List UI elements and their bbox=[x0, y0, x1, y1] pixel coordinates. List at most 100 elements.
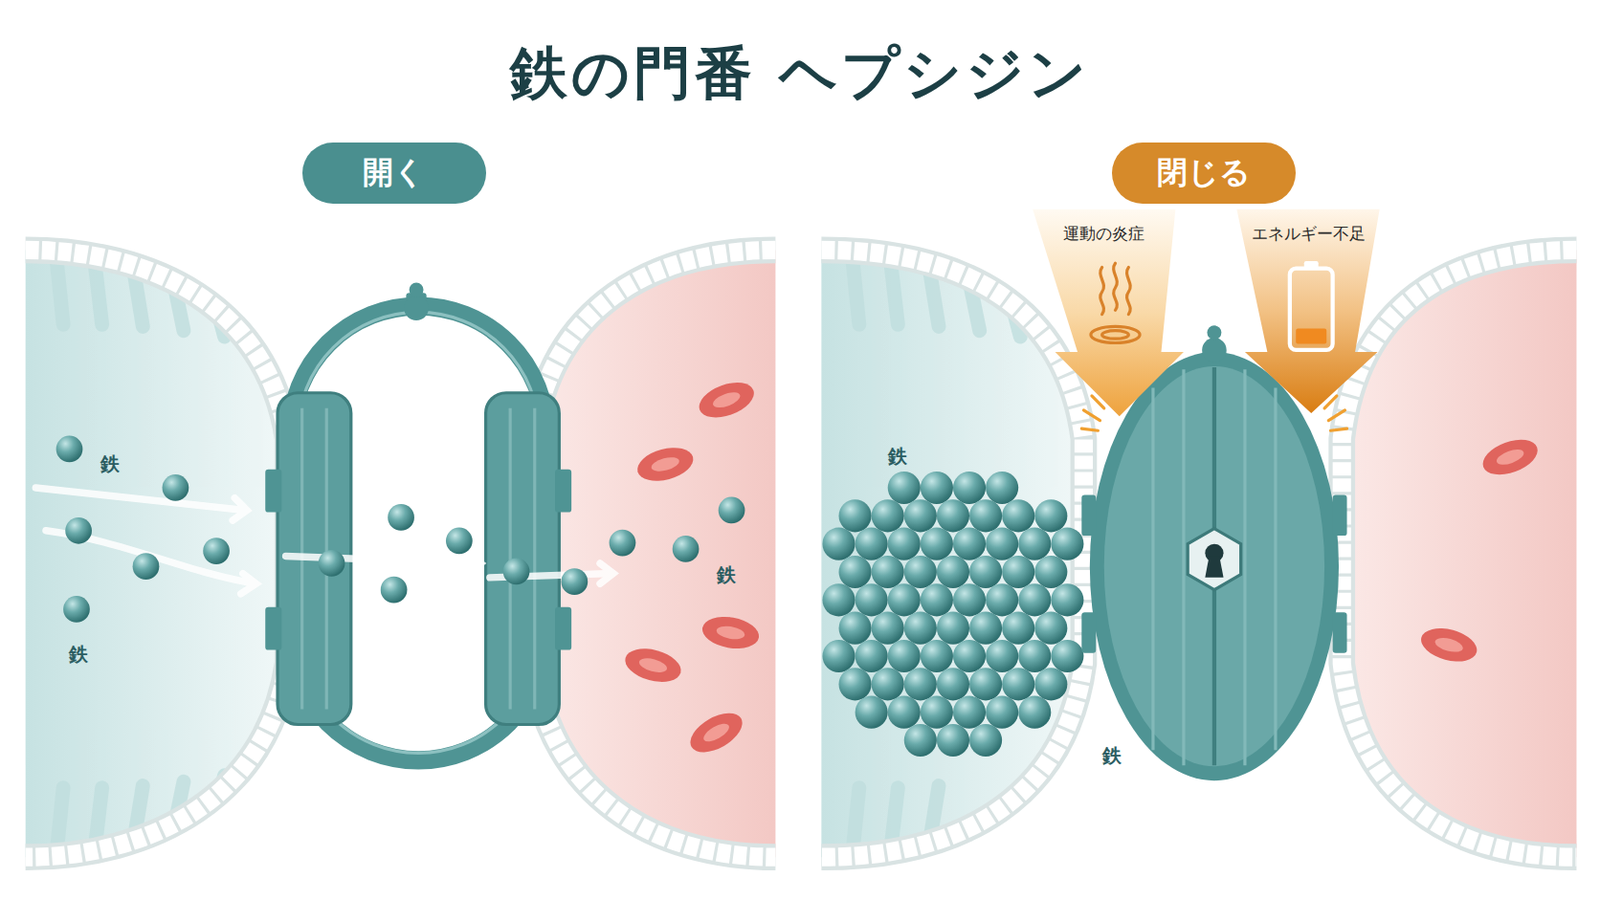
iron-particle bbox=[904, 667, 937, 701]
iron-particle bbox=[1050, 528, 1084, 561]
closed-panel bbox=[821, 209, 1577, 858]
red-blood-cells bbox=[649, 454, 681, 474]
iron-particle bbox=[936, 499, 970, 533]
iron-particle bbox=[855, 640, 889, 673]
iron-particle bbox=[920, 696, 954, 730]
membrane bbox=[533, 249, 777, 858]
iron-particles bbox=[380, 577, 408, 604]
iron-particle bbox=[1034, 612, 1067, 645]
iron-particle bbox=[888, 528, 921, 561]
battery-icon bbox=[1289, 268, 1334, 351]
open-gate bbox=[486, 393, 560, 726]
flow-arrows bbox=[35, 488, 245, 511]
red-blood-cells bbox=[699, 613, 761, 654]
iron-particles bbox=[56, 436, 746, 623]
iron-particle bbox=[985, 528, 1019, 561]
intestinal-cell bbox=[821, 249, 1084, 858]
iron-particle bbox=[936, 667, 970, 701]
iron-pile bbox=[822, 471, 1084, 757]
open-panel bbox=[25, 249, 777, 858]
iron-label: 鉄 bbox=[68, 643, 89, 667]
iron-particle bbox=[822, 528, 855, 561]
red-blood-cells bbox=[711, 389, 742, 411]
heat-icon bbox=[1100, 267, 1105, 315]
open-gate bbox=[555, 469, 572, 513]
heat-icon bbox=[1102, 331, 1130, 340]
iron-particle bbox=[1050, 640, 1084, 673]
red-blood-cells bbox=[684, 705, 750, 761]
membrane bbox=[821, 249, 1084, 858]
iron-particle bbox=[1018, 696, 1051, 730]
iron-particle bbox=[888, 640, 921, 673]
membrane bbox=[1341, 249, 1577, 858]
red-blood-cells bbox=[1478, 433, 1543, 483]
state-pill: 閉じる bbox=[1111, 142, 1296, 204]
iron-particle bbox=[1001, 555, 1035, 589]
signal-arrow bbox=[1236, 209, 1379, 414]
closed-gate bbox=[1181, 369, 1185, 766]
iron-particle bbox=[888, 583, 921, 617]
iron-particle bbox=[1034, 667, 1067, 701]
closed-gate bbox=[1081, 494, 1096, 536]
red-blood-cells bbox=[694, 376, 759, 425]
iron-particle bbox=[985, 640, 1019, 673]
signal-arrow-box: 運動の炎症 bbox=[1032, 209, 1176, 420]
signal-arrow bbox=[1032, 209, 1184, 418]
membrane bbox=[25, 249, 289, 858]
iron-particle bbox=[953, 471, 986, 505]
iron-particle bbox=[936, 555, 970, 589]
open-gate bbox=[265, 283, 572, 761]
iron-particle bbox=[904, 612, 937, 645]
red-blood-cells bbox=[1417, 622, 1481, 667]
iron-particles bbox=[672, 535, 700, 563]
iron-particles bbox=[387, 504, 415, 532]
impact-marks bbox=[1328, 410, 1345, 422]
iron-particle bbox=[953, 583, 986, 617]
iron-particle bbox=[1050, 583, 1084, 617]
iron-particle bbox=[904, 555, 937, 589]
iron-particle bbox=[1018, 528, 1051, 561]
iron-particle bbox=[953, 640, 986, 673]
node-text: 閉じる bbox=[1156, 152, 1251, 195]
villi bbox=[851, 255, 859, 326]
battery-icon bbox=[1295, 329, 1327, 345]
iron-particle bbox=[871, 667, 905, 701]
closed-gate bbox=[1204, 555, 1223, 578]
iron-particle bbox=[1001, 612, 1035, 645]
title: 鉄の門番 ヘプシジン bbox=[0, 38, 1600, 108]
blood-vessel bbox=[533, 249, 777, 858]
iron-particle bbox=[985, 696, 1019, 730]
iron-particle bbox=[871, 555, 905, 589]
iron-particle bbox=[839, 555, 872, 589]
membrane bbox=[533, 249, 777, 858]
iron-particle bbox=[936, 724, 970, 757]
iron-particles bbox=[445, 528, 473, 556]
iron-particle bbox=[904, 724, 937, 757]
flow-arrows bbox=[232, 498, 247, 521]
open-gate bbox=[555, 607, 572, 651]
membrane bbox=[821, 249, 1084, 858]
closed-gate bbox=[1273, 387, 1277, 751]
red-blood-cells bbox=[1417, 433, 1542, 668]
node-text: 開く bbox=[362, 152, 425, 195]
iron-particle bbox=[920, 583, 954, 617]
iron-particle bbox=[969, 667, 1002, 701]
iron-particle bbox=[985, 583, 1019, 617]
signal-arrow-box: エネルギー不足 bbox=[1236, 209, 1379, 420]
iron-particles bbox=[56, 436, 84, 464]
iron-particle bbox=[904, 499, 937, 533]
iron-particle bbox=[888, 696, 921, 730]
heat-icon bbox=[1127, 267, 1132, 315]
impact-marks bbox=[1083, 410, 1100, 422]
red-blood-cells bbox=[633, 442, 697, 487]
red-blood-cells bbox=[699, 613, 761, 654]
open-gate bbox=[533, 408, 536, 711]
flow-arrows bbox=[286, 555, 481, 563]
red-blood-cells bbox=[694, 376, 759, 425]
closed-gate bbox=[1201, 337, 1227, 363]
impact-marks bbox=[1081, 428, 1098, 431]
open-gate bbox=[265, 469, 282, 513]
iron-particle bbox=[855, 528, 889, 561]
iron-particles bbox=[63, 596, 90, 623]
